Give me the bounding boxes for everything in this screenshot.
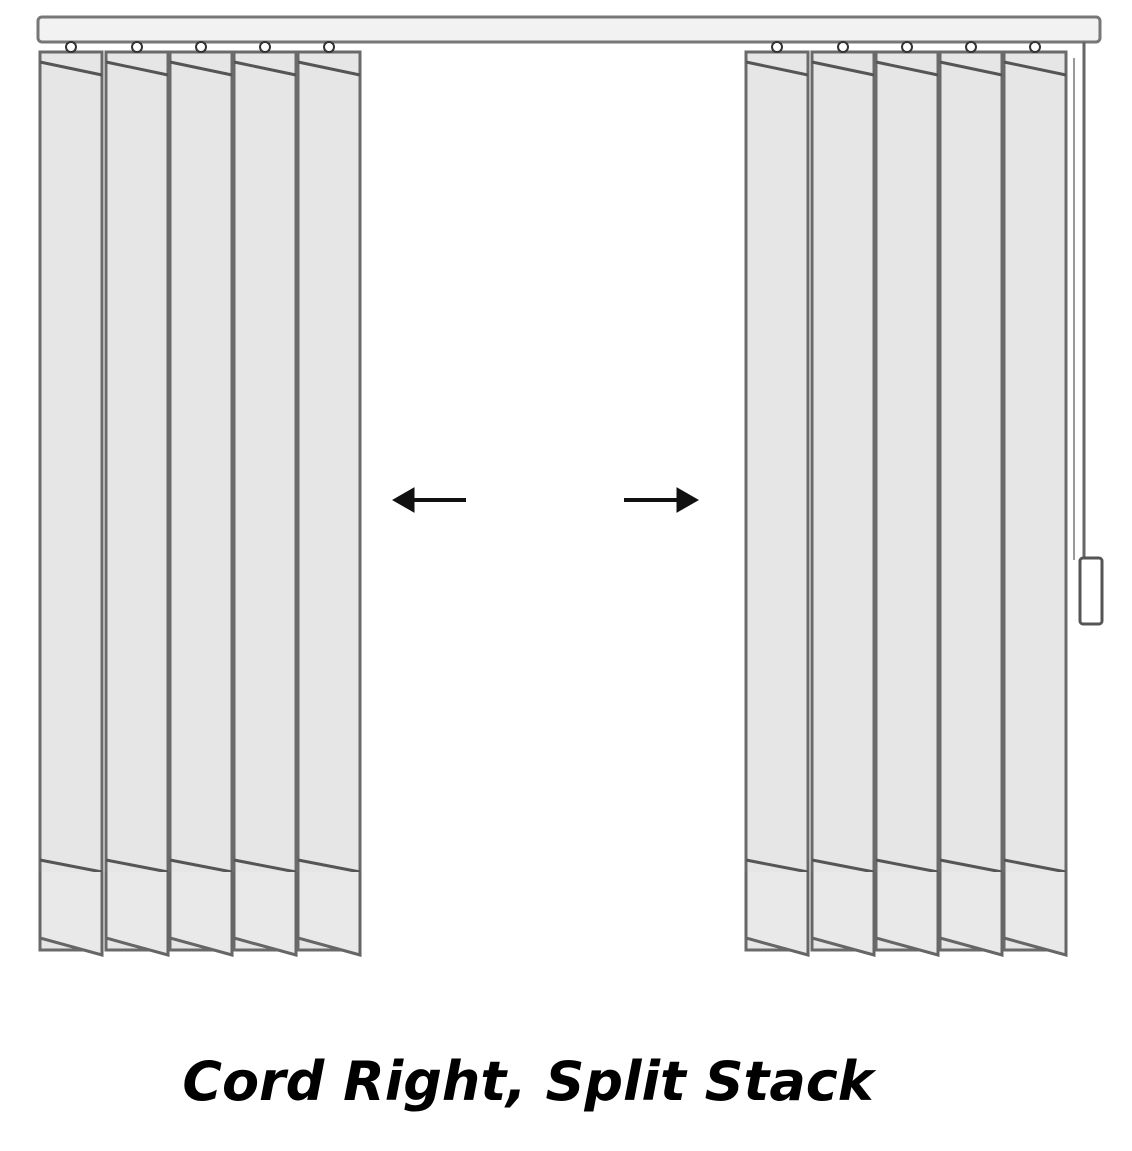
right-slat-5 [1002,41,1068,957]
slat-hook-icon [65,41,77,53]
cord-tassel [1078,556,1104,626]
left-slat-2 [104,41,170,957]
slat-hook-icon [323,41,335,53]
diagram-caption: Cord Right, Split Stack [182,1050,874,1113]
right-slat-1 [744,41,810,957]
slat-hook-icon [195,41,207,53]
right-slat-4 [938,41,1004,957]
left-slat-4 [232,41,298,957]
left-slat-5 [296,41,362,957]
right-slat-3 [874,41,940,957]
arrow-right-icon [624,487,700,513]
left-slat-1 [38,41,104,957]
right-slat-2 [810,41,876,957]
slat-hook-icon [1029,41,1041,53]
slat-hook-icon [901,41,913,53]
slat-hook-icon [771,41,783,53]
left-slat-3 [168,41,234,957]
arrow-left-icon [391,487,466,513]
headrail [36,15,1102,44]
slat-hook-icon [837,41,849,53]
slat-hook-icon [965,41,977,53]
slat-hook-icon [259,41,271,53]
slat-hook-icon [131,41,143,53]
